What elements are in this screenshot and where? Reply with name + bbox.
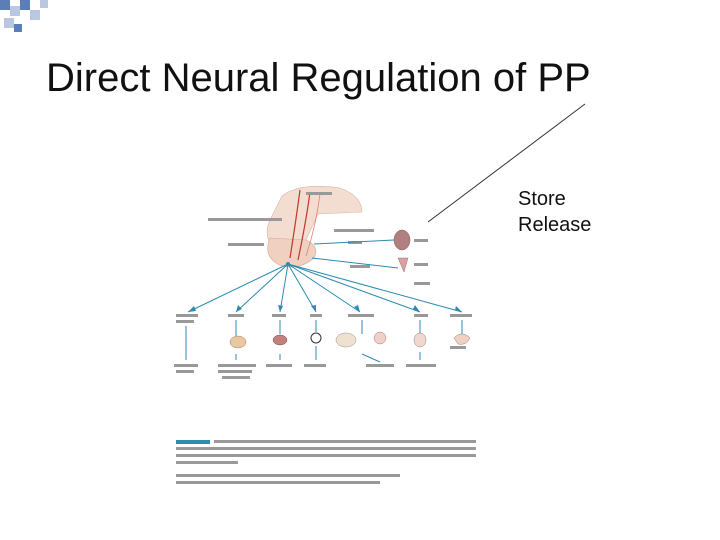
breast-illustration: [453, 333, 471, 345]
corner-decoration: [0, 0, 48, 32]
figure-caption: [176, 440, 476, 484]
annotation-line-1: Store: [518, 188, 566, 210]
testis-illustration: [373, 331, 387, 345]
annotation-line-2: Release: [518, 214, 592, 236]
blood-vessel: [305, 193, 321, 257]
uterus-illustration: [397, 257, 409, 273]
kidney-illustration: [393, 229, 411, 251]
hormone-arrows: [187, 263, 463, 313]
flow-arrow: [311, 257, 399, 269]
ovary-follicle-illustration: [335, 332, 357, 348]
testis-illustration: [413, 332, 427, 348]
flow-arrow: [313, 239, 395, 245]
ovary-illustration: [310, 332, 322, 344]
pituitary-shape: [267, 237, 317, 268]
thyroid-illustration: [272, 334, 288, 346]
arrowheads: [188, 305, 462, 312]
adrenal-illustration: [229, 335, 247, 349]
blood-vessel: [289, 189, 301, 259]
store-release-annotation: Store Release: [518, 186, 591, 238]
blood-vessel: [297, 191, 311, 261]
callout-line: [427, 103, 586, 223]
target-arrows: [185, 320, 463, 363]
slide-title: Direct Neural Regulation of PP: [46, 56, 591, 100]
